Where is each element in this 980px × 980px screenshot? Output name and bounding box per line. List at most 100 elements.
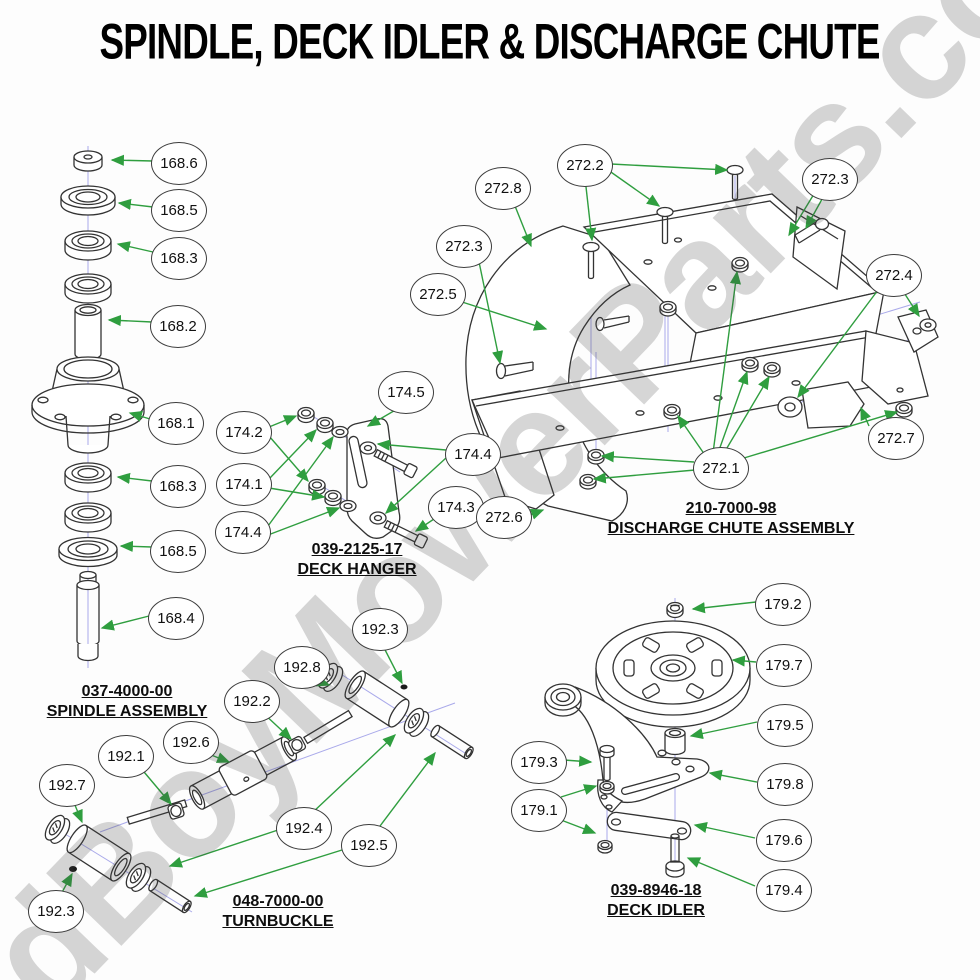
idler-part-number: 039-8946-18 xyxy=(610,882,702,899)
chute-carriage-bolts xyxy=(582,164,744,280)
idler-link xyxy=(606,811,692,841)
callout-272-7: 272.7 xyxy=(868,417,924,460)
callout-192-8: 192.8 xyxy=(274,646,330,689)
callout-179-6: 179.6 xyxy=(756,819,812,862)
spindle-part-number: 037-4000-00 xyxy=(81,683,173,700)
callout-272-5: 272.5 xyxy=(410,273,466,316)
callout-192-7: 192.7 xyxy=(39,764,95,807)
callout-179-4: 179.4 xyxy=(756,869,812,912)
turnbuckle-bushing-a1 xyxy=(44,814,71,844)
spindle-shaft xyxy=(76,570,100,662)
label-deck-hanger: 039-2125-17 DECK HANGER xyxy=(257,540,457,580)
callout-168-1: 168.1 xyxy=(148,402,204,445)
callout-272-3b: 272.3 xyxy=(802,158,858,201)
chute-part-number: 210-7000-98 xyxy=(685,500,777,517)
callout-272-1: 272.1 xyxy=(693,447,749,490)
callout-168-4: 168.4 xyxy=(148,597,204,640)
turnbuckle-tube-left xyxy=(66,824,132,882)
chute-hinge-bracket xyxy=(777,381,865,429)
callout-272-6: 272.6 xyxy=(476,496,532,539)
spindle-spacer-tube xyxy=(74,303,102,361)
callout-174-4b: 174.4 xyxy=(445,433,501,476)
callout-168-2: 168.2 xyxy=(150,305,206,348)
chute-horizontal-bolts xyxy=(495,315,630,380)
spindle-bearing-3 xyxy=(64,462,112,493)
callout-192-2: 192.2 xyxy=(224,680,280,723)
turnbuckle-bushing-a2 xyxy=(125,862,152,892)
spindle-seal-bottom xyxy=(58,536,118,568)
callout-168-6: 168.6 xyxy=(151,142,207,185)
spindle-name: SPINDLE ASSEMBLY xyxy=(46,703,208,720)
callout-168-3: 168.3 xyxy=(151,237,207,280)
idler-bolt-small xyxy=(599,744,615,782)
callout-272-3a: 272.3 xyxy=(436,225,492,268)
turnbuckle-tube-right xyxy=(344,670,410,728)
turnbuckle-pin-right xyxy=(430,724,474,760)
spindle-cap xyxy=(73,150,103,172)
callout-179-7: 179.7 xyxy=(756,644,812,687)
hanger-bolt-lower xyxy=(383,519,428,549)
chute-name: DISCHARGE CHUTE ASSEMBLY xyxy=(607,520,855,537)
hanger-bracket xyxy=(346,418,401,539)
spindle-bearing-1 xyxy=(64,230,112,261)
callout-174-4a: 174.4 xyxy=(215,511,271,554)
callout-192-1: 192.1 xyxy=(98,735,154,778)
hanger-bolt-upper xyxy=(373,448,418,479)
idler-nut-lower xyxy=(597,839,613,854)
turnbuckle-nut-left xyxy=(167,802,185,820)
callout-272-8: 272.8 xyxy=(475,167,531,210)
idler-bolt-large xyxy=(665,833,685,878)
callout-179-5: 179.5 xyxy=(757,704,813,747)
idler-top-nut xyxy=(666,601,684,619)
leader-arrows xyxy=(59,154,920,898)
callout-192-4: 192.4 xyxy=(276,807,332,850)
spindle-seal-top xyxy=(60,185,116,216)
spindle-housing xyxy=(31,356,145,454)
turnbuckle-pin-left xyxy=(148,878,192,914)
callout-179-8: 179.8 xyxy=(757,763,813,806)
turnbuckle-rod-right xyxy=(303,709,353,745)
callout-168-5b: 168.5 xyxy=(150,530,206,573)
turnbuckle-bushing-b2 xyxy=(403,707,430,737)
label-spindle-assembly: 037-4000-00 SPINDLE ASSEMBLY xyxy=(27,682,227,722)
callout-174-5: 174.5 xyxy=(378,371,434,414)
hanger-part-number: 039-2125-17 xyxy=(311,541,403,558)
callout-192-3b: 192.3 xyxy=(28,890,84,933)
idler-pulley xyxy=(595,620,751,728)
callout-174-1: 174.1 xyxy=(216,463,272,506)
idler-name: DECK IDLER xyxy=(607,902,705,919)
callout-192-5: 192.5 xyxy=(341,824,397,867)
callout-174-2: 174.2 xyxy=(216,411,272,454)
callout-179-1: 179.1 xyxy=(511,789,567,832)
callout-179-3: 179.3 xyxy=(511,741,567,784)
hanger-hardware-bottom xyxy=(308,478,357,513)
label-discharge-chute: 210-7000-98 DISCHARGE CHUTE ASSEMBLY xyxy=(601,499,861,539)
callout-168-5: 168.5 xyxy=(151,189,207,232)
spindle-bearing-4 xyxy=(64,502,112,533)
hanger-name: DECK HANGER xyxy=(297,561,417,578)
spindle-assembly-drawing xyxy=(31,146,145,668)
turnbuckle-part-number: 048-7000-00 xyxy=(232,893,324,910)
callout-174-3: 174.3 xyxy=(428,486,484,529)
discharge-chute-drawing xyxy=(465,164,939,522)
callout-272-4: 272.4 xyxy=(866,254,922,297)
deck-idler-drawing xyxy=(544,598,751,878)
turnbuckle-nut-right xyxy=(287,735,307,755)
chute-right-bracket xyxy=(861,309,939,405)
turnbuckle-setscrew-left xyxy=(69,866,77,872)
callout-192-3a: 192.3 xyxy=(352,608,408,651)
deck-hanger-drawing xyxy=(297,406,428,549)
idler-spacer xyxy=(664,727,686,756)
page-title: SPINDLE, DECK IDLER & DISCHARGE CHUTE xyxy=(99,12,881,70)
turnbuckle-name: TURNBUCKLE xyxy=(222,913,334,930)
idler-nut-upper xyxy=(599,780,615,795)
spindle-bearing-2 xyxy=(64,273,112,304)
hanger-hardware-top xyxy=(297,406,349,439)
callout-192-6: 192.6 xyxy=(163,721,219,764)
turnbuckle-setscrew-right xyxy=(400,684,408,690)
callout-168-3b: 168.3 xyxy=(150,465,206,508)
label-deck-idler: 039-8946-18 DECK IDLER xyxy=(556,881,756,921)
label-turnbuckle: 048-7000-00 TURNBUCKLE xyxy=(178,892,378,932)
